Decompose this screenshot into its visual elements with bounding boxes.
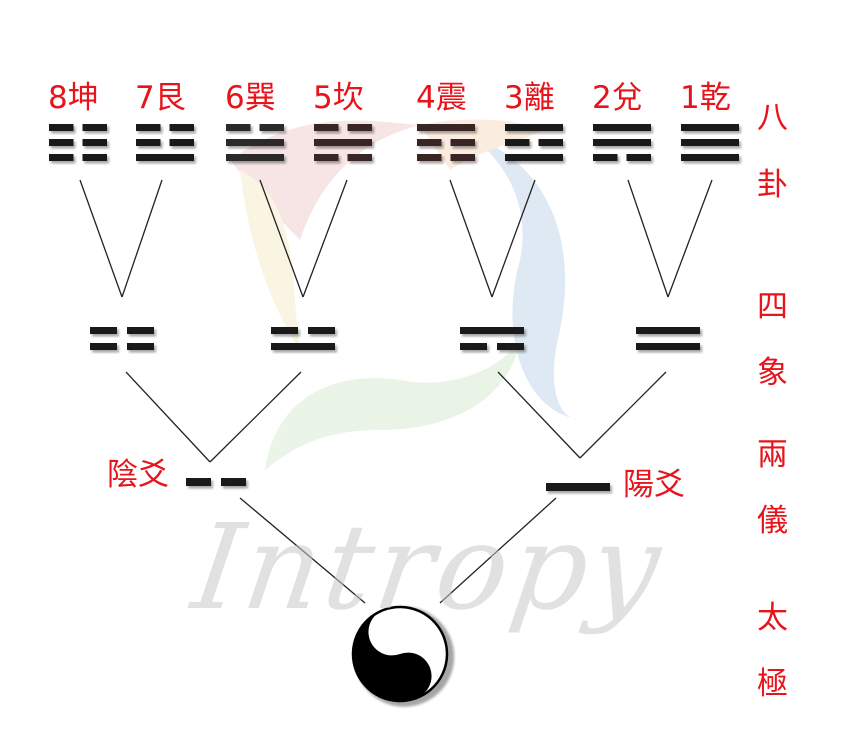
trigram-gen	[136, 124, 196, 164]
trigram-kun	[49, 124, 109, 164]
yang-line	[546, 483, 612, 494]
trigrams	[49, 124, 741, 164]
side-label-ji: 極	[757, 666, 788, 702]
yin-line	[186, 478, 248, 489]
yao-line	[593, 124, 653, 134]
trigram-label-kun: 8坤	[48, 80, 99, 116]
side-label-yi: 儀	[757, 503, 788, 539]
yao-line	[314, 139, 374, 149]
logo-petal-blue	[470, 135, 580, 420]
four-image-young-yang	[271, 327, 337, 353]
yao-line	[226, 139, 286, 149]
four-image-old-yin	[90, 327, 156, 353]
trigram-label-dui: 2兌	[592, 80, 643, 116]
yao-line	[226, 124, 286, 134]
yao-line	[681, 139, 741, 149]
connector-lines	[79, 179, 713, 604]
side-label-gua: 卦	[757, 167, 788, 203]
yao-line	[90, 327, 156, 337]
trigram-xun	[226, 124, 286, 164]
yao-line	[505, 139, 565, 149]
four-image-old-yang	[636, 327, 702, 353]
yao-line	[417, 124, 477, 134]
background-logo	[230, 119, 580, 470]
trigram-dui	[593, 124, 653, 164]
side-label-ba: 八	[757, 100, 788, 136]
yao-line	[636, 327, 702, 337]
yao-line	[636, 343, 702, 353]
yao-line	[136, 139, 196, 149]
connector-line	[497, 371, 581, 459]
side-label-tai: 太	[757, 600, 788, 636]
watermark: Intropy	[185, 498, 673, 636]
connector-line	[259, 179, 304, 298]
connector-line	[79, 179, 123, 298]
trigram-label-zhen: 4震	[416, 80, 467, 116]
trigram-li	[505, 124, 565, 164]
yin-line-label: 陰爻	[107, 457, 169, 493]
yang-line-label: 陽爻	[623, 467, 685, 503]
yao-line	[90, 343, 156, 353]
four-image-young-yin	[460, 327, 526, 353]
connector-line	[439, 497, 557, 604]
yao-line	[681, 154, 741, 164]
logo-petal-red	[230, 120, 420, 240]
connector-line	[579, 371, 667, 459]
yao-line	[460, 343, 526, 353]
side-label-xiang: 象	[757, 355, 788, 391]
yao-line	[593, 154, 653, 164]
connector-line	[667, 179, 713, 298]
trigram-zhen	[417, 124, 477, 164]
connector-line	[209, 371, 302, 463]
connector-line	[449, 179, 493, 298]
yao-line	[460, 327, 526, 337]
logo-petal-green	[265, 340, 520, 470]
side-label-liang: 兩	[757, 437, 788, 473]
four-images	[90, 327, 702, 353]
connector-line	[121, 179, 163, 298]
yao-line	[505, 124, 565, 134]
connector-line	[302, 179, 348, 298]
yao-line	[271, 327, 337, 337]
taiji-icon	[351, 605, 455, 707]
yao-line	[314, 124, 374, 134]
trigram-qian	[681, 124, 741, 164]
yao-line	[417, 139, 477, 149]
side-label-si: 四	[757, 289, 788, 325]
yao-line	[505, 154, 565, 164]
connector-line	[627, 179, 669, 298]
two-forms	[186, 478, 612, 494]
trigram-label-qian: 1乾	[680, 80, 731, 116]
yao-line	[681, 124, 741, 134]
yao-line	[136, 124, 196, 134]
yao-line	[593, 139, 653, 149]
connector-line	[239, 497, 366, 604]
yao-line	[271, 343, 337, 353]
yao-line	[417, 154, 477, 164]
trigram-label-gen: 7艮	[135, 80, 186, 116]
yao-line	[49, 124, 109, 134]
yao-line	[314, 154, 374, 164]
yao-line	[49, 139, 109, 149]
connector-line	[491, 179, 536, 298]
trigram-kan	[314, 124, 374, 164]
trigram-label-xun: 6巽	[225, 80, 276, 116]
yao-line	[136, 154, 196, 164]
trigram-label-kan: 5坎	[313, 80, 364, 116]
yao-line	[226, 154, 286, 164]
trigram-label-li: 3離	[504, 80, 555, 116]
connector-line	[125, 371, 211, 463]
yao-line	[49, 154, 109, 164]
logo-petal-yellow	[240, 170, 300, 350]
